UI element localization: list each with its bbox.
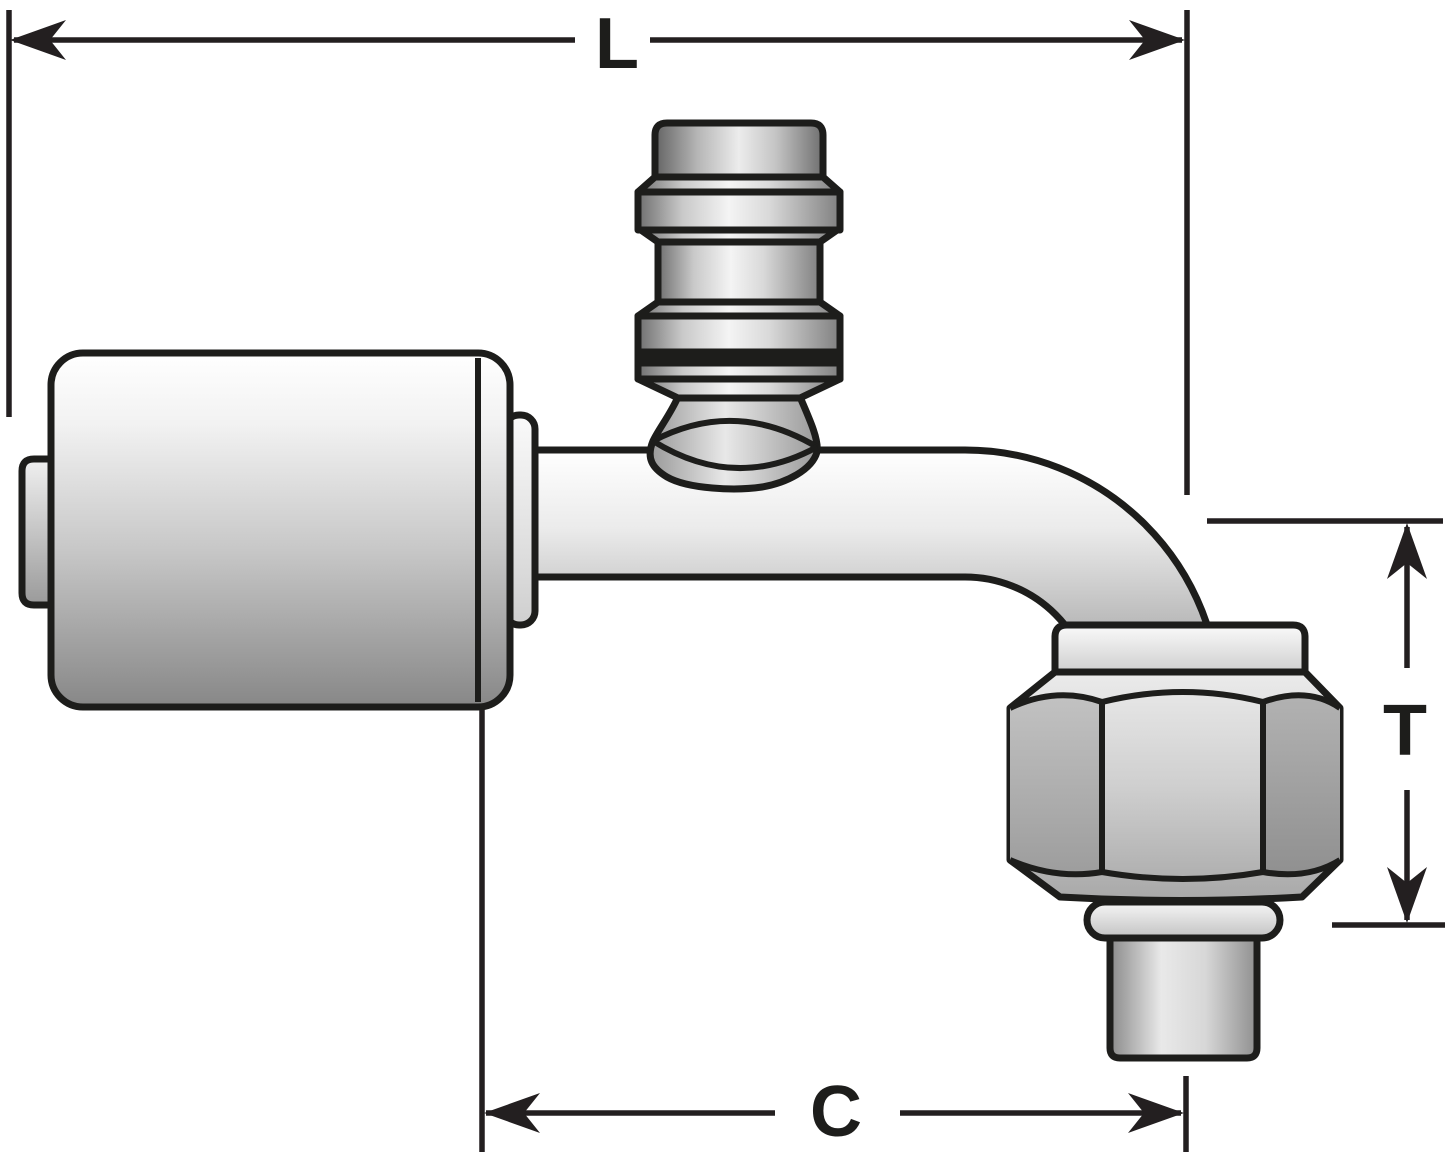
swivel-nut-assembly — [1006, 621, 1344, 1062]
arrowhead-left — [10, 20, 66, 60]
crimp-ferrule — [47, 349, 514, 711]
arrowhead-right — [1128, 1093, 1184, 1133]
dimension-T — [1207, 518, 1445, 928]
male-tube-end — [1106, 933, 1261, 1062]
dimension-L — [6, 10, 1190, 495]
service-port-valve — [634, 119, 844, 493]
arrowhead-down — [1387, 867, 1427, 923]
arrowhead-right — [1129, 20, 1185, 60]
arrowhead-left — [484, 1093, 540, 1133]
valve-weld-saddle — [646, 393, 821, 493]
arrowhead-up — [1387, 523, 1427, 579]
dimension-label-center-length: C — [810, 1072, 862, 1152]
swivel-nut-collar — [1051, 621, 1309, 676]
dimension-label-length: L — [595, 4, 639, 84]
dimension-C — [479, 710, 1189, 1152]
dimension-label-drop-height: T — [1383, 691, 1427, 771]
o-ring-bead — [1083, 898, 1284, 942]
valve-cap — [651, 119, 827, 181]
